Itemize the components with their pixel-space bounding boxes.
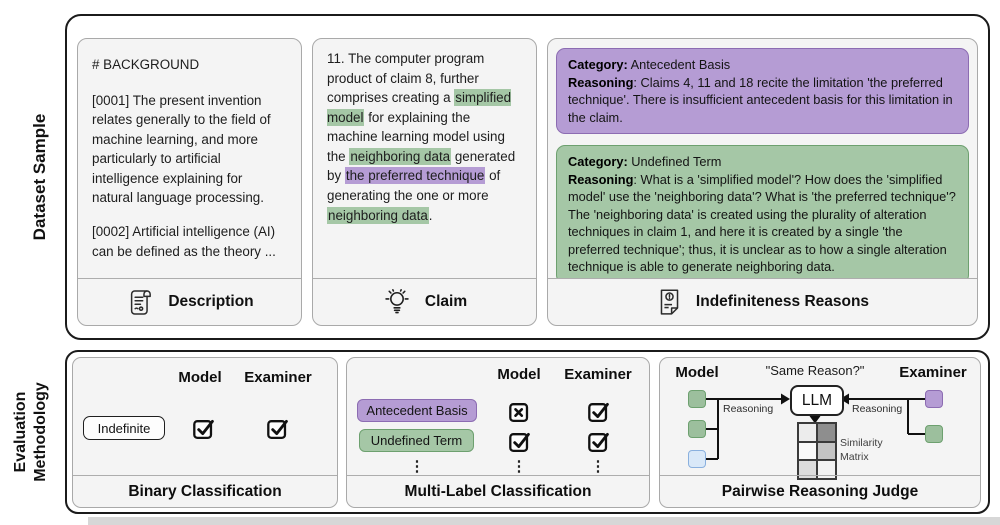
lightbulb-icon bbox=[382, 286, 412, 318]
binary-model-checkbox-icon bbox=[192, 416, 215, 439]
description-footer: Description bbox=[78, 278, 301, 325]
binary-classification-panel: Model Examiner Indefinite Binary Classif… bbox=[72, 357, 338, 508]
reasoning-value: : What is a 'simplified model'? How does… bbox=[568, 171, 956, 275]
background-para-2: [0002] Artificial intelligence (AI) can … bbox=[92, 223, 276, 259]
pairwise-reasoning-judge-panel: Model "Same Reason?" Examiner LLM Reason… bbox=[659, 357, 981, 508]
reasons-footer: Indefiniteness Reasons bbox=[548, 278, 977, 325]
multilabel-row2-model-checkbox-icon bbox=[508, 429, 531, 452]
reasoning-label: Reasoning bbox=[568, 171, 634, 187]
description-panel: # BACKGROUND [0001] The present inventio… bbox=[77, 38, 302, 326]
llm-label: LLM bbox=[801, 391, 833, 409]
undefined-term-chip: Undefined Term bbox=[359, 429, 474, 452]
category-label: Category: bbox=[568, 57, 628, 72]
similarity-matrix-cell bbox=[798, 441, 817, 460]
evaluation-label-line1: Evaluation bbox=[12, 391, 29, 473]
claim-panel: 11. The computer program product of clai… bbox=[312, 38, 537, 326]
multilabel-examiner-header: Examiner bbox=[564, 366, 632, 383]
claim-text-segment: generated by bbox=[327, 148, 516, 184]
claim-text-segment: for explaining the machine learning mode… bbox=[327, 109, 505, 164]
reason-cards: Category: Antecedent Basis Reasoning: Cl… bbox=[548, 39, 977, 278]
similarity-label-line2: Matrix bbox=[840, 451, 869, 464]
llm-box: LLM bbox=[790, 385, 844, 416]
multilabel-footer-label: Multi-Label Classification bbox=[347, 475, 649, 507]
similarity-matrix-label: Similarity Matrix bbox=[840, 436, 883, 464]
model-reasoning-squares bbox=[688, 390, 706, 468]
category-value: Antecedent Basis bbox=[630, 57, 731, 72]
model-reason-square-blue bbox=[688, 450, 706, 468]
page-edge-strip bbox=[88, 517, 1000, 525]
indefinite-chip: Indefinite bbox=[83, 416, 165, 440]
similarity-matrix-cell bbox=[817, 460, 836, 479]
left-reasoning-arrow-label: Reasoning bbox=[723, 403, 774, 415]
pairwise-examiner-label: Examiner bbox=[899, 364, 967, 381]
category-label: Category: bbox=[568, 154, 628, 170]
scroll-icon bbox=[125, 287, 155, 318]
multilabel-model-ellipsis: ⋮ bbox=[511, 458, 527, 475]
multilabel-classification-panel: Model Examiner Antecedent Basis Undefine… bbox=[346, 357, 650, 508]
reason-category-line: Category: Antecedent Basis bbox=[568, 56, 957, 74]
description-text: # BACKGROUND [0001] The present inventio… bbox=[78, 39, 301, 278]
claim-highlight-green: neighboring data bbox=[349, 147, 452, 165]
claim-text: 11. The computer program product of clai… bbox=[313, 39, 536, 278]
multilabel-row2-examiner-checkbox-icon bbox=[587, 429, 610, 452]
binary-examiner-checkbox-icon bbox=[266, 416, 289, 439]
indefinite-chip-label: Indefinite bbox=[97, 420, 151, 436]
category-value: Undefined Term bbox=[631, 154, 722, 170]
claim-text-segment: . bbox=[428, 207, 433, 223]
same-reason-question: "Same Reason?" bbox=[765, 363, 865, 378]
claim-text-segment: 11. The computer program product of clai… bbox=[327, 51, 485, 106]
similarity-matrix-cell bbox=[798, 460, 817, 479]
dataset-sample-section: # BACKGROUND [0001] The present inventio… bbox=[65, 14, 990, 340]
claim-highlight-purple: the preferred technique bbox=[344, 167, 486, 185]
background-heading: # BACKGROUND bbox=[92, 57, 200, 72]
antecedent-basis-chip-label: Antecedent Basis bbox=[366, 403, 468, 418]
model-reason-square-green bbox=[688, 390, 706, 408]
reason-reasoning-line: Reasoning: Claims 4, 11 and 18 recite th… bbox=[568, 74, 957, 127]
reasons-footer-label: Indefiniteness Reasons bbox=[695, 293, 870, 310]
reasoning-label: Reasoning bbox=[568, 74, 634, 90]
examiner-reason-square-green bbox=[925, 425, 943, 443]
antecedent-basis-chip: Antecedent Basis bbox=[357, 399, 477, 422]
binary-model-header: Model bbox=[178, 369, 222, 386]
multilabel-examiner-ellipsis: ⋮ bbox=[590, 458, 606, 475]
examiner-reasoning-squares bbox=[925, 390, 943, 443]
similarity-matrix-cell bbox=[817, 423, 836, 442]
right-reasoning-arrow-label: Reasoning bbox=[852, 403, 903, 415]
indefiniteness-reasons-panel: Category: Antecedent Basis Reasoning: Cl… bbox=[547, 38, 978, 326]
binary-examiner-header: Examiner bbox=[244, 369, 312, 386]
description-footer-label: Description bbox=[168, 293, 254, 310]
similarity-matrix bbox=[797, 422, 837, 480]
claim-paragraph: 11. The computer program product of clai… bbox=[327, 49, 522, 225]
document-alert-icon bbox=[656, 287, 683, 318]
dataset-sample-side-label: Dataset Sample bbox=[30, 113, 49, 241]
evaluation-methodology-section: Model Examiner Indefinite Binary Classif… bbox=[65, 350, 990, 514]
pairwise-model-label: Model bbox=[675, 364, 719, 381]
similarity-matrix-cell bbox=[798, 423, 817, 442]
reason-reasoning-line: Reasoning: What is a 'simplified model'?… bbox=[568, 171, 957, 276]
evaluation-label-line2: Methodology bbox=[32, 382, 49, 482]
similarity-matrix-cell bbox=[817, 441, 836, 460]
pairwise-footer-label: Pairwise Reasoning Judge bbox=[660, 475, 980, 507]
antecedent-basis-reason-card: Category: Antecedent Basis Reasoning: Cl… bbox=[556, 48, 969, 135]
model-reason-square-green bbox=[688, 420, 706, 438]
undefined-term-chip-label: Undefined Term bbox=[370, 433, 463, 448]
claim-highlight-green: neighboring data bbox=[327, 206, 429, 224]
examiner-reason-square-purple bbox=[925, 390, 943, 408]
claim-footer-label: Claim bbox=[424, 293, 468, 310]
undefined-term-reason-card: Category: Undefined Term Reasoning: What… bbox=[556, 145, 969, 278]
claim-footer: Claim bbox=[313, 278, 536, 325]
binary-footer-label: Binary Classification bbox=[73, 475, 337, 507]
background-para-1: [0001] The present invention relates gen… bbox=[92, 92, 271, 206]
multilabel-labels-ellipsis: ⋮ bbox=[409, 458, 425, 475]
multilabel-row1-examiner-checkbox-icon bbox=[587, 399, 610, 422]
claim-text-segment: of generating the one or more bbox=[327, 168, 501, 203]
reasoning-value: : Claims 4, 11 and 18 recite the limitat… bbox=[568, 74, 953, 125]
multilabel-row1-model-xbox-icon bbox=[508, 399, 531, 422]
reason-category-line: Category: Undefined Term bbox=[568, 153, 957, 171]
multilabel-model-header: Model bbox=[497, 366, 541, 383]
evaluation-methodology-side-label: Evaluation Methodology bbox=[11, 382, 51, 482]
similarity-label-line1: Similarity bbox=[840, 437, 883, 449]
